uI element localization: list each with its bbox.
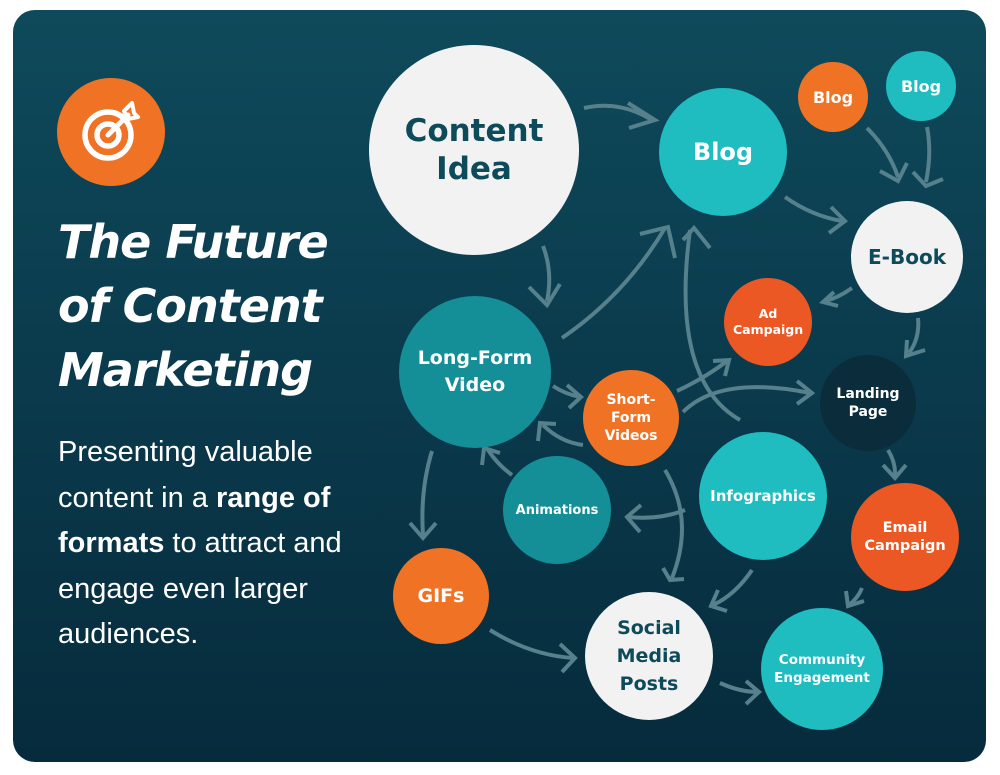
arrow-blogorange-to-ebook [865,126,900,178]
arrow-idea-to-longform [541,245,552,302]
logo-badge [57,78,165,186]
page-title: The Future of Content Marketing [58,210,378,402]
node-social-media-posts: Social Media Posts [585,592,713,720]
arrow-ebook-to-landing [907,317,921,355]
subtitle-part-2: to attract and engage even larger audien… [58,527,342,650]
node-ad-campaign: Ad Campaign [724,278,812,366]
node-landing-page: Landing Page [820,355,916,451]
node-long-form-video: Long-Form Video [399,296,551,448]
node-content-idea: Content Idea [369,45,579,255]
node-community-engagement: Community Engagement [761,608,883,730]
arrow-infographics-to-blog [683,229,741,422]
arrow-animations-to-longform [486,448,514,477]
arrow-social-to-community [719,681,759,694]
subtitle-bold: range of formats [58,481,331,560]
arrow-longform-to-blog [560,226,667,340]
arrow-infographics-to-social [712,568,754,607]
subtitle-part-1: Presenting valuable content in a [58,436,313,514]
node-short-form-videos: Short-Form Videos [583,370,679,466]
node-blog-small: Blog [886,51,956,121]
node-infographics: Infographics [699,432,827,560]
subtitle: Presenting valuable content in a range o… [58,430,368,658]
node-animations: Animations [503,456,611,564]
node-blog-main: Blog [659,88,787,216]
title-line-3: Marketing [58,343,313,397]
arrow-blog-to-ebook [783,195,843,223]
node-ebook: E-Book [851,201,963,313]
title-line-2: of Content [58,279,323,333]
node-blog-orange: Blog [798,62,868,132]
arrow-shortform-to-longform [541,423,584,447]
arrow-shortform-to-social [663,468,684,579]
arrow-gifs-to-social [488,628,574,660]
arrow-longform-to-gifs [420,450,434,536]
node-email-campaign: Email Campaign [851,483,959,591]
arrow-blogsmall-to-ebook [924,126,932,183]
arrow-shortform-to-landing [681,385,811,414]
target-icon [82,101,140,161]
title-line-1: The Future [58,215,329,269]
node-gifs: GIFs [393,548,489,644]
arrow-landing-to-email [886,448,898,478]
